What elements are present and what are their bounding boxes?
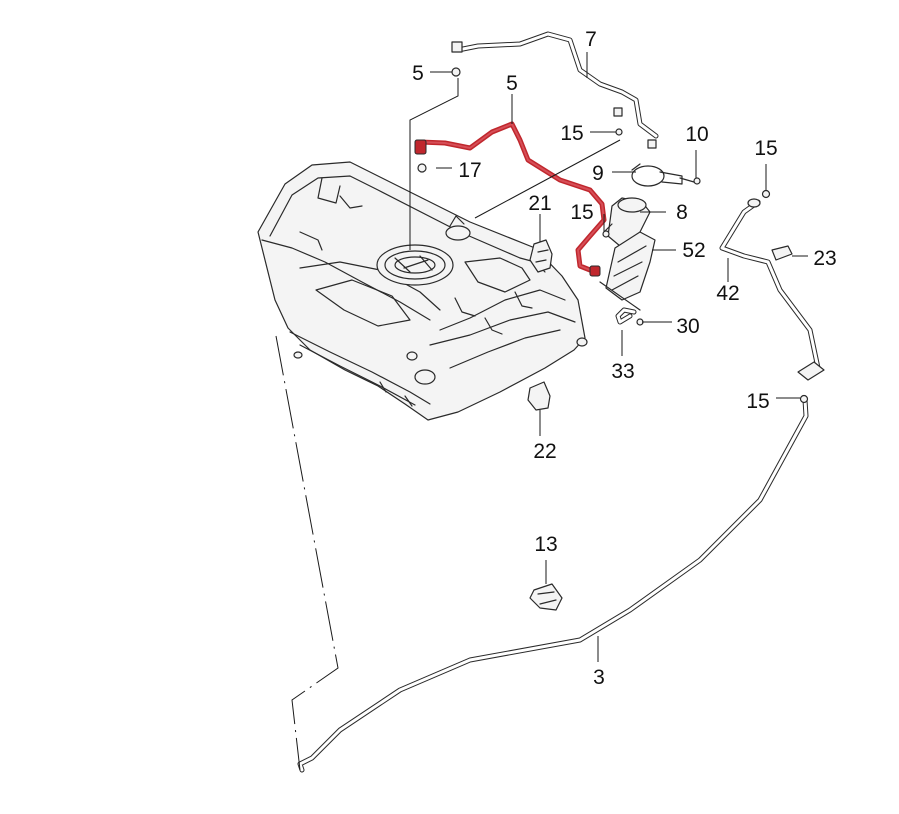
bracket-21 <box>529 239 553 273</box>
callout-labels: 7 5 5 15 10 15 17 9 21 15 8 52 23 42 30 … <box>412 28 837 689</box>
callout-15-upper: 15 <box>560 122 583 145</box>
callout-10: 10 <box>685 123 708 146</box>
bracket-22 <box>527 381 551 411</box>
clips-15 <box>602 128 809 404</box>
fuel-tank <box>257 161 588 421</box>
callout-30: 30 <box>676 315 699 338</box>
fuel-line-3 <box>297 397 809 773</box>
callout-5-line: 5 <box>506 72 518 95</box>
callout-33: 33 <box>611 360 634 383</box>
filler-hose-42 <box>719 198 825 381</box>
callout-42: 42 <box>716 282 739 305</box>
callout-5-clip: 5 <box>412 62 424 85</box>
callout-8: 8 <box>676 201 688 224</box>
clamp-13 <box>529 583 563 611</box>
callout-3: 3 <box>593 666 605 689</box>
callout-15-lower: 15 <box>746 390 769 413</box>
callout-21: 21 <box>528 192 551 215</box>
callout-15-filter: 15 <box>570 201 593 224</box>
callout-7: 7 <box>585 28 597 51</box>
vent-line-7 <box>451 31 659 149</box>
callout-9: 9 <box>592 162 604 185</box>
clamp-23 <box>771 245 793 261</box>
callout-15-right: 15 <box>754 137 777 160</box>
callout-52: 52 <box>682 239 705 262</box>
filter-bracket-52 <box>599 231 656 311</box>
callout-13: 13 <box>534 533 557 556</box>
callout-17: 17 <box>458 159 481 182</box>
highlighted-fuel-line-5 <box>414 121 607 277</box>
clamp-9 <box>631 163 683 187</box>
clip-17 <box>417 163 427 173</box>
bolt-10 <box>679 177 701 185</box>
clip-5 <box>451 67 461 77</box>
callout-22: 22 <box>533 440 556 463</box>
callout-23: 23 <box>813 247 836 270</box>
hose-33 <box>615 307 637 325</box>
leader-lines <box>275 52 808 771</box>
